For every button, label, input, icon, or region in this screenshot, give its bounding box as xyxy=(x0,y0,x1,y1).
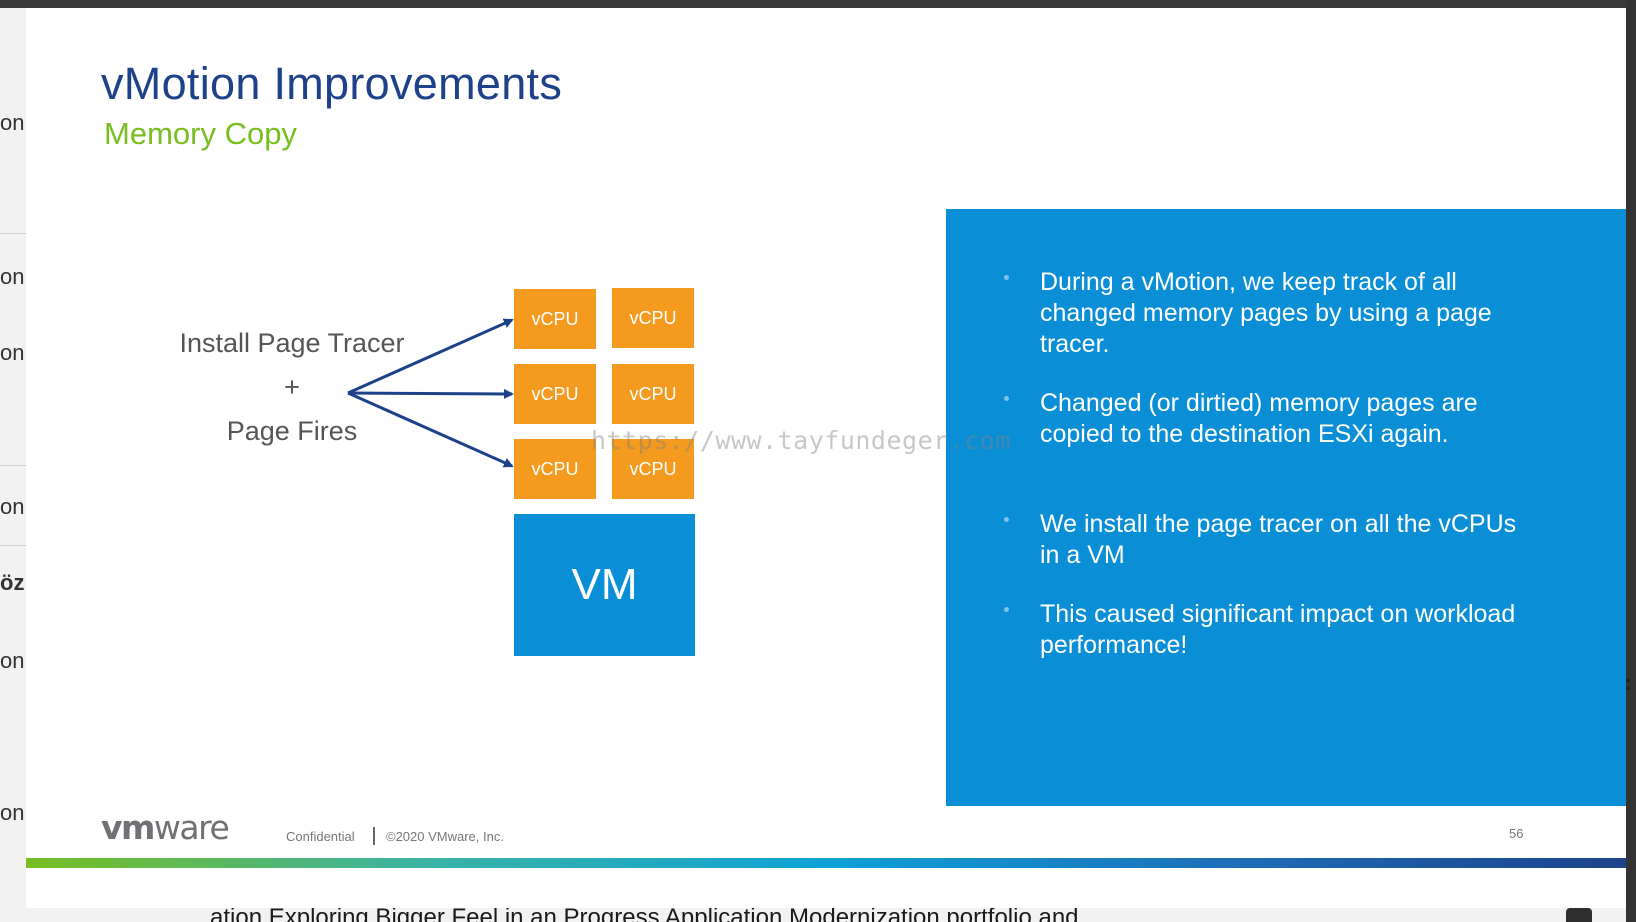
bullet-dot-icon xyxy=(1004,396,1009,401)
bullet-text: We install the page tracer on all the vC… xyxy=(1040,510,1517,569)
bullet-text: Changed (or dirtied) memory pages are co… xyxy=(1040,389,1478,448)
logo-ware-part: ware xyxy=(153,808,230,847)
diagram-label-plus: + xyxy=(284,372,300,402)
vcpu-box: vCPU xyxy=(612,288,694,348)
vcpu-box: vCPU xyxy=(612,439,694,499)
background-text-fragment: öz xyxy=(0,570,25,595)
footer-separator xyxy=(373,827,375,845)
background-divider xyxy=(0,545,26,546)
background-text-fragment: on xyxy=(0,340,25,365)
footer-confidential: Confidential xyxy=(286,829,355,844)
vcpu-box: vCPU xyxy=(514,364,596,424)
bullet-dot-icon xyxy=(1004,607,1009,612)
slide-subtitle: Memory Copy xyxy=(104,116,297,151)
vcpu-box: vCPU xyxy=(514,439,596,499)
diagram-label-install: Install Page Tracer xyxy=(179,328,405,358)
background-divider xyxy=(0,465,26,466)
background-divider xyxy=(0,233,26,234)
background-right-strip xyxy=(1626,0,1636,922)
vcpu-box: vCPU xyxy=(514,289,596,349)
bullet-text: This caused significant impact on worklo… xyxy=(1040,600,1516,659)
vcpu-box: vCPU xyxy=(612,364,694,424)
background-right-mark: : xyxy=(1624,670,1632,695)
presentation-slide: vMotion Improvements Memory Copy Install… xyxy=(26,8,1626,908)
slide-title: vMotion Improvements xyxy=(101,58,563,109)
background-top-bar xyxy=(0,0,1636,8)
footer-gradient-bar xyxy=(26,858,1626,868)
background-bottom-text: ation Exploring Bigger Feel in an Progre… xyxy=(210,906,1079,922)
watermark-url: https://www.tayfundeger.com xyxy=(591,426,1011,455)
diagram-label-page-fires: Page Fires xyxy=(226,416,358,446)
vm-box: VM xyxy=(514,514,695,656)
background-text-fragment: on xyxy=(0,648,25,673)
background-text-fragment: on xyxy=(0,264,25,289)
footer-copyright: ©2020 VMware, Inc. xyxy=(386,829,504,844)
background-text-fragment: on xyxy=(0,110,25,135)
vmware-logo: vmware xyxy=(101,808,230,848)
slide-bottom-area xyxy=(26,868,1626,908)
background-text-fragment: on xyxy=(0,800,25,825)
page-number: 56 xyxy=(1509,826,1524,841)
bullet-dot-icon xyxy=(1004,517,1009,522)
calendar-icon xyxy=(1566,908,1592,922)
bullet-text: During a vMotion, we keep track of all c… xyxy=(1040,268,1492,358)
background-text-fragment: on xyxy=(0,494,25,519)
bullet-dot-icon xyxy=(1004,275,1009,280)
logo-vm-part: vm xyxy=(101,808,155,847)
info-panel: During a vMotion, we keep track of all c… xyxy=(946,209,1626,806)
